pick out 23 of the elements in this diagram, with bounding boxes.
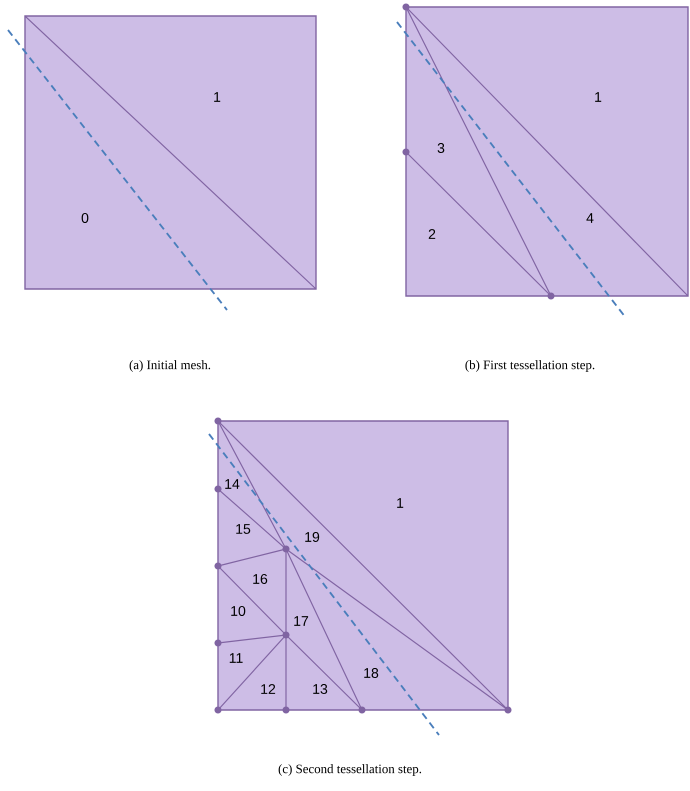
caption: (c) Second tessellation step. (278, 764, 422, 776)
mesh-square (24, 15, 317, 290)
triangle-number: 10 (231, 606, 246, 616)
triangle-number: 1 (214, 92, 220, 102)
caption: (b) First tessellation step. (465, 360, 594, 372)
triangle-number: 2 (428, 229, 436, 239)
triangle-number: 13 (313, 684, 328, 694)
mesh-square (405, 6, 689, 297)
caption: (a) Initial mesh. (130, 360, 210, 372)
mesh-square (217, 420, 509, 711)
triangle-number: 12 (261, 684, 276, 694)
triangle-number: 17 (294, 616, 308, 626)
triangle-number: 4 (586, 213, 594, 223)
triangle-number: 0 (82, 213, 88, 223)
triangle-number: 1 (397, 498, 404, 508)
triangle-number: 11 (230, 653, 243, 663)
triangle-number: 15 (236, 524, 250, 534)
triangle-number: 14 (225, 479, 240, 489)
triangle-number: 19 (305, 532, 320, 542)
triangle-number: 16 (253, 574, 268, 584)
triangle-number: 18 (364, 668, 378, 678)
triangle-number: 1 (595, 92, 602, 102)
triangle-number: 3 (438, 143, 444, 153)
